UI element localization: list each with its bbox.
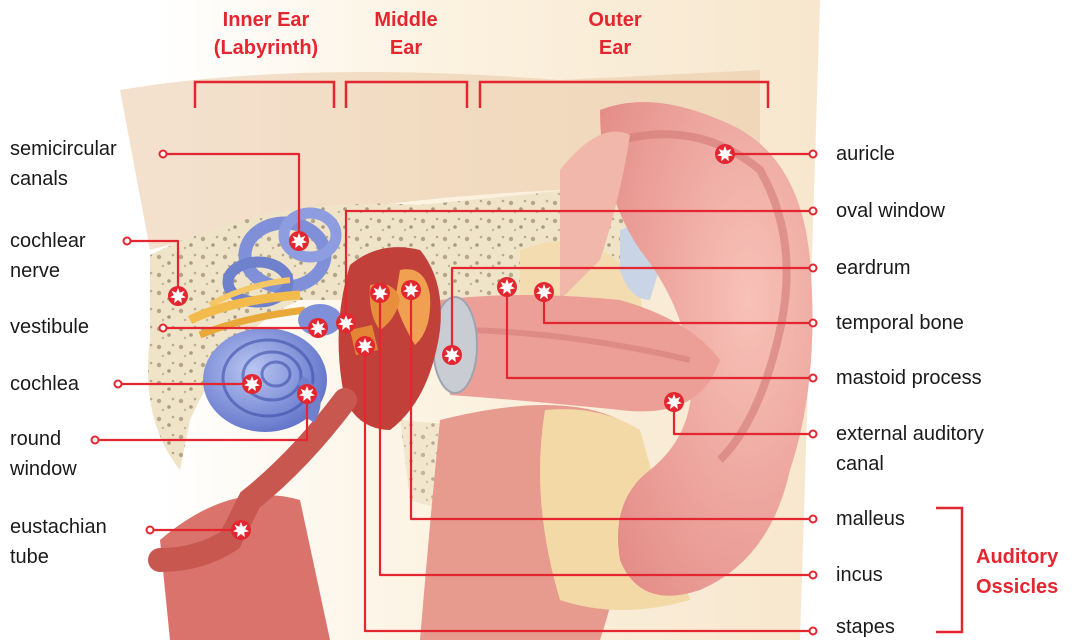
label-mastoid-process: mastoid process bbox=[836, 363, 982, 393]
region-heading-middle-ear: Middle Ear bbox=[350, 6, 462, 62]
region-inner-line1: Inner Ear bbox=[198, 6, 334, 34]
label-round-window-line1: round bbox=[10, 424, 77, 454]
label-semicircular-canals: semicircular canals bbox=[10, 134, 117, 194]
label-stapes: stapes bbox=[836, 612, 895, 642]
label-eustachian-line1: eustachian bbox=[10, 512, 107, 542]
label-external-canal-line2: canal bbox=[836, 449, 984, 479]
marker-mastoid-process bbox=[497, 277, 517, 297]
region-middle-line1: Middle bbox=[350, 6, 462, 34]
region-heading-outer-ear: Outer Ear bbox=[560, 6, 670, 62]
label-eustachian-line2: tube bbox=[10, 542, 107, 572]
label-eustachian-tube: eustachian tube bbox=[10, 512, 107, 572]
marker-cochlea bbox=[242, 374, 262, 394]
label-external-canal-line1: external auditory bbox=[836, 419, 984, 449]
label-cochlear-nerve: cochlear nerve bbox=[10, 226, 86, 286]
label-malleus: malleus bbox=[836, 504, 905, 534]
marker-eustachian-tube bbox=[231, 520, 251, 540]
marker-semicircular-canals bbox=[289, 231, 309, 251]
label-external-auditory-canal: external auditory canal bbox=[836, 419, 984, 479]
label-round-window-line2: window bbox=[10, 454, 77, 484]
label-vestibule: vestibule bbox=[10, 312, 89, 342]
region-inner-line2: (Labyrinth) bbox=[198, 34, 334, 62]
region-heading-inner-ear: Inner Ear (Labyrinth) bbox=[198, 6, 334, 62]
marker-stapes bbox=[355, 336, 375, 356]
label-cochlear-nerve-line2: nerve bbox=[10, 256, 86, 286]
label-oval-window: oval window bbox=[836, 196, 945, 226]
label-semicircular-line1: semicircular bbox=[10, 134, 117, 164]
label-cochlea: cochlea bbox=[10, 369, 79, 399]
label-eardrum: eardrum bbox=[836, 253, 910, 283]
label-auditory-ossicles-line1: Auditory bbox=[976, 542, 1058, 572]
marker-auricle bbox=[715, 144, 735, 164]
label-round-window: round window bbox=[10, 424, 77, 484]
marker-malleus bbox=[401, 280, 421, 300]
label-temporal-bone: temporal bone bbox=[836, 308, 964, 338]
region-middle-line2: Ear bbox=[350, 34, 462, 62]
region-outer-line1: Outer bbox=[560, 6, 670, 34]
label-auricle: auricle bbox=[836, 139, 895, 169]
marker-round-window bbox=[297, 384, 317, 404]
marker-oval-window bbox=[336, 313, 356, 333]
marker-incus bbox=[370, 283, 390, 303]
marker-vestibule bbox=[308, 318, 328, 338]
marker-external-auditory-canal bbox=[664, 392, 684, 412]
region-outer-line2: Ear bbox=[560, 34, 670, 62]
marker-temporal-bone bbox=[534, 282, 554, 302]
marker-cochlear-nerve bbox=[168, 286, 188, 306]
label-cochlear-nerve-line1: cochlear bbox=[10, 226, 86, 256]
label-auditory-ossicles: Auditory Ossicles bbox=[976, 542, 1058, 602]
label-semicircular-line2: canals bbox=[10, 164, 117, 194]
label-auditory-ossicles-line2: Ossicles bbox=[976, 572, 1058, 602]
label-incus: incus bbox=[836, 560, 883, 590]
marker-eardrum bbox=[442, 345, 462, 365]
